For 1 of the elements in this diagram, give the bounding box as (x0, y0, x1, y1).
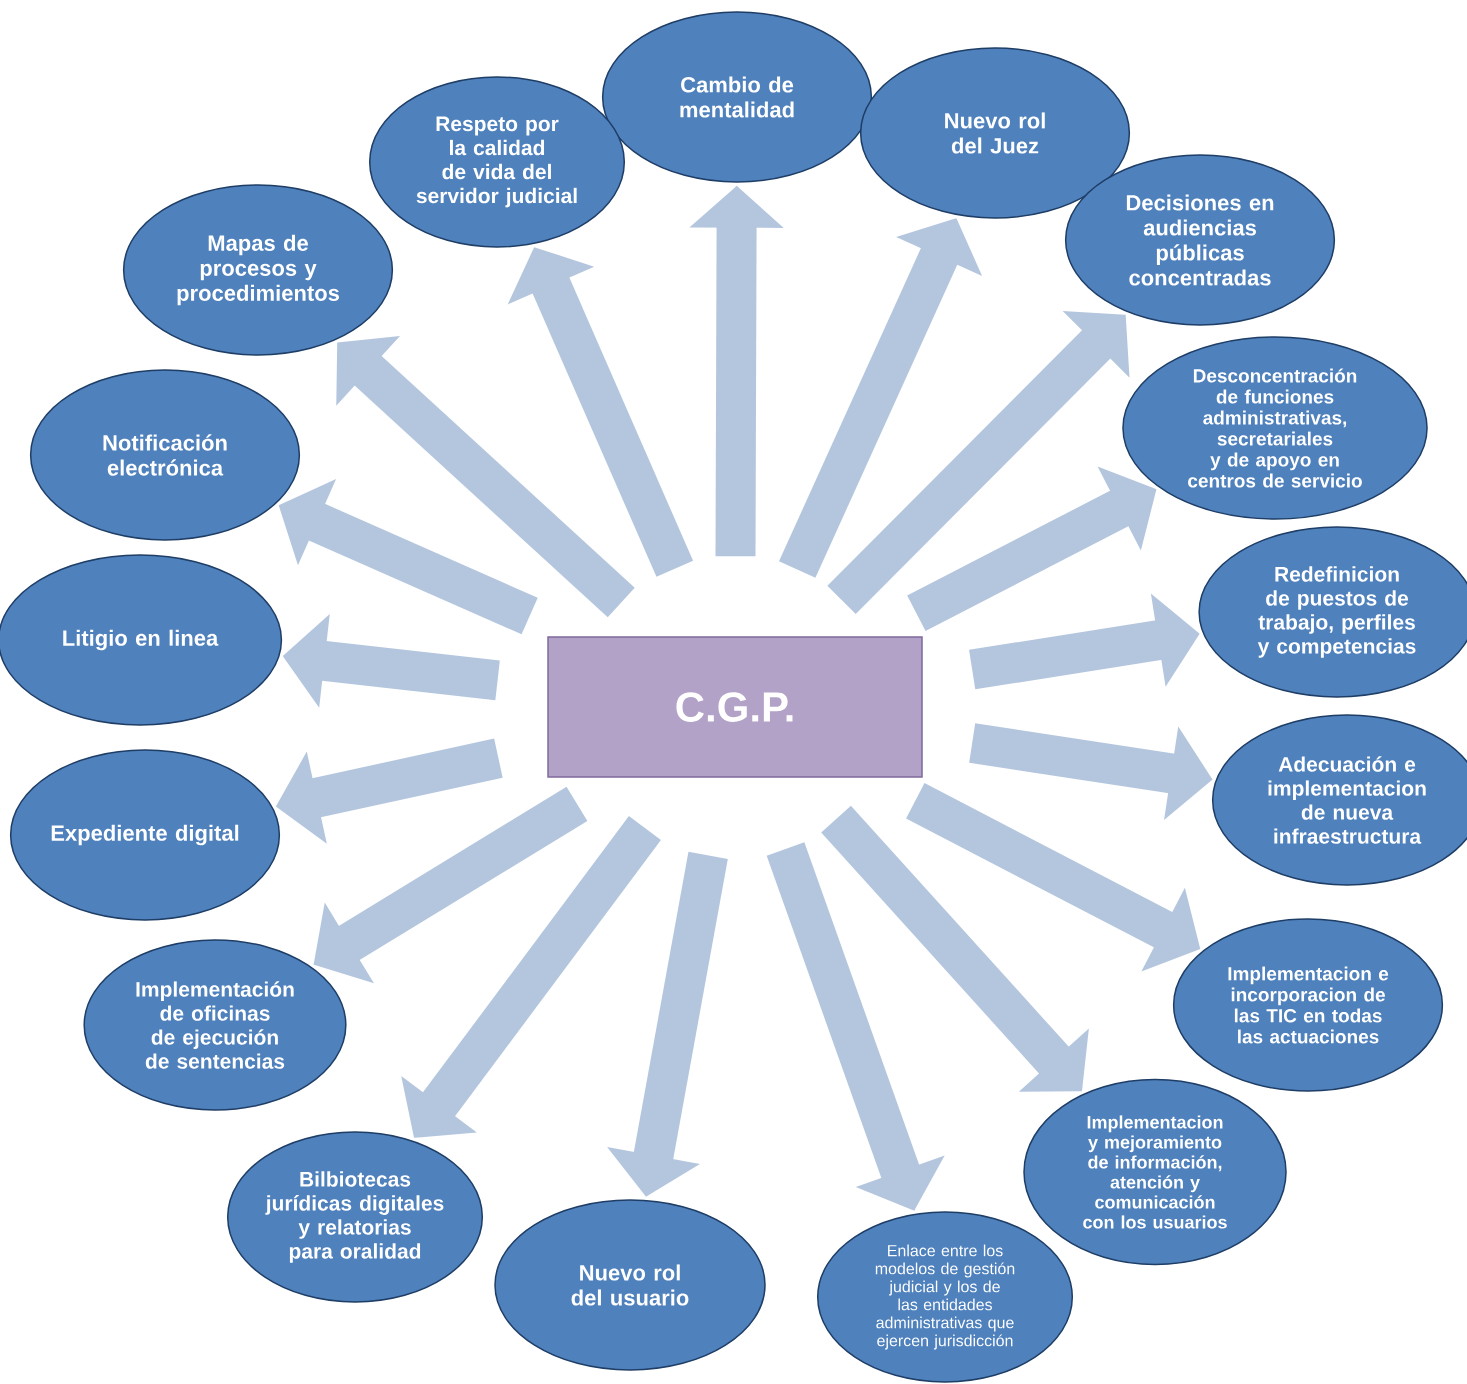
center-box: C.G.P. (547, 636, 923, 778)
